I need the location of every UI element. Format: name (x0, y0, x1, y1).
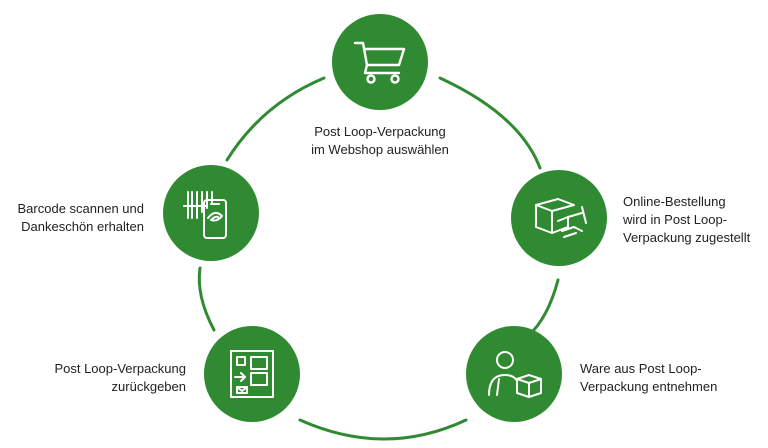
step-1-circle (332, 14, 428, 110)
step-5-label-line-2: Dankeschön erhalten (21, 219, 144, 234)
step-3-label: Ware aus Post Loop- Verpackung entnehmen (580, 360, 717, 396)
ring-segment-1-2 (438, 76, 542, 170)
step-2-circle (511, 170, 607, 266)
step-3-circle (466, 326, 562, 422)
step-4-label-line-2: zurückgeben (111, 379, 186, 394)
package-delivery-icon (535, 198, 587, 238)
step-2-label: Online-Bestellung wird in Post Loop- Ver… (623, 193, 750, 247)
step-4-label-line-1: Post Loop-Verpackung (54, 361, 186, 376)
return-station-icon (230, 350, 274, 398)
step-5-label-line-1: Barcode scannen und (17, 201, 144, 216)
step-2-label-line-1: Online-Bestellung (623, 194, 726, 209)
step-3-label-line-2: Verpackung entnehmen (580, 379, 718, 394)
step-4-label: Post Loop-Verpackung zurückgeben (40, 360, 186, 396)
ring-segment-5-1 (225, 76, 326, 162)
ring-segment-4-5 (197, 266, 216, 332)
step-5-circle (163, 165, 259, 261)
ring-segment-3-4 (298, 418, 468, 441)
step-2-label-line-2: wird in Post Loop- (623, 212, 728, 227)
step-1-label-line-1: Post Loop-Verpackung (314, 124, 446, 139)
shopping-cart-icon (353, 41, 406, 84)
step-5-label: Barcode scannen und Dankeschön erhalten (8, 200, 144, 236)
step-2-label-line-3: Verpackung zugestellt (623, 230, 751, 245)
step-4-circle (204, 326, 300, 422)
step-3-label-line-1: Ware aus Post Loop- (580, 361, 702, 376)
ring-segment-2-3 (526, 278, 560, 338)
barcode-phone-icon (183, 191, 227, 239)
person-with-box-icon (488, 351, 542, 398)
step-1-label-line-2: im Webshop auswählen (311, 142, 449, 157)
step-1-label: Post Loop-Verpackung im Webshop auswähle… (278, 123, 482, 159)
